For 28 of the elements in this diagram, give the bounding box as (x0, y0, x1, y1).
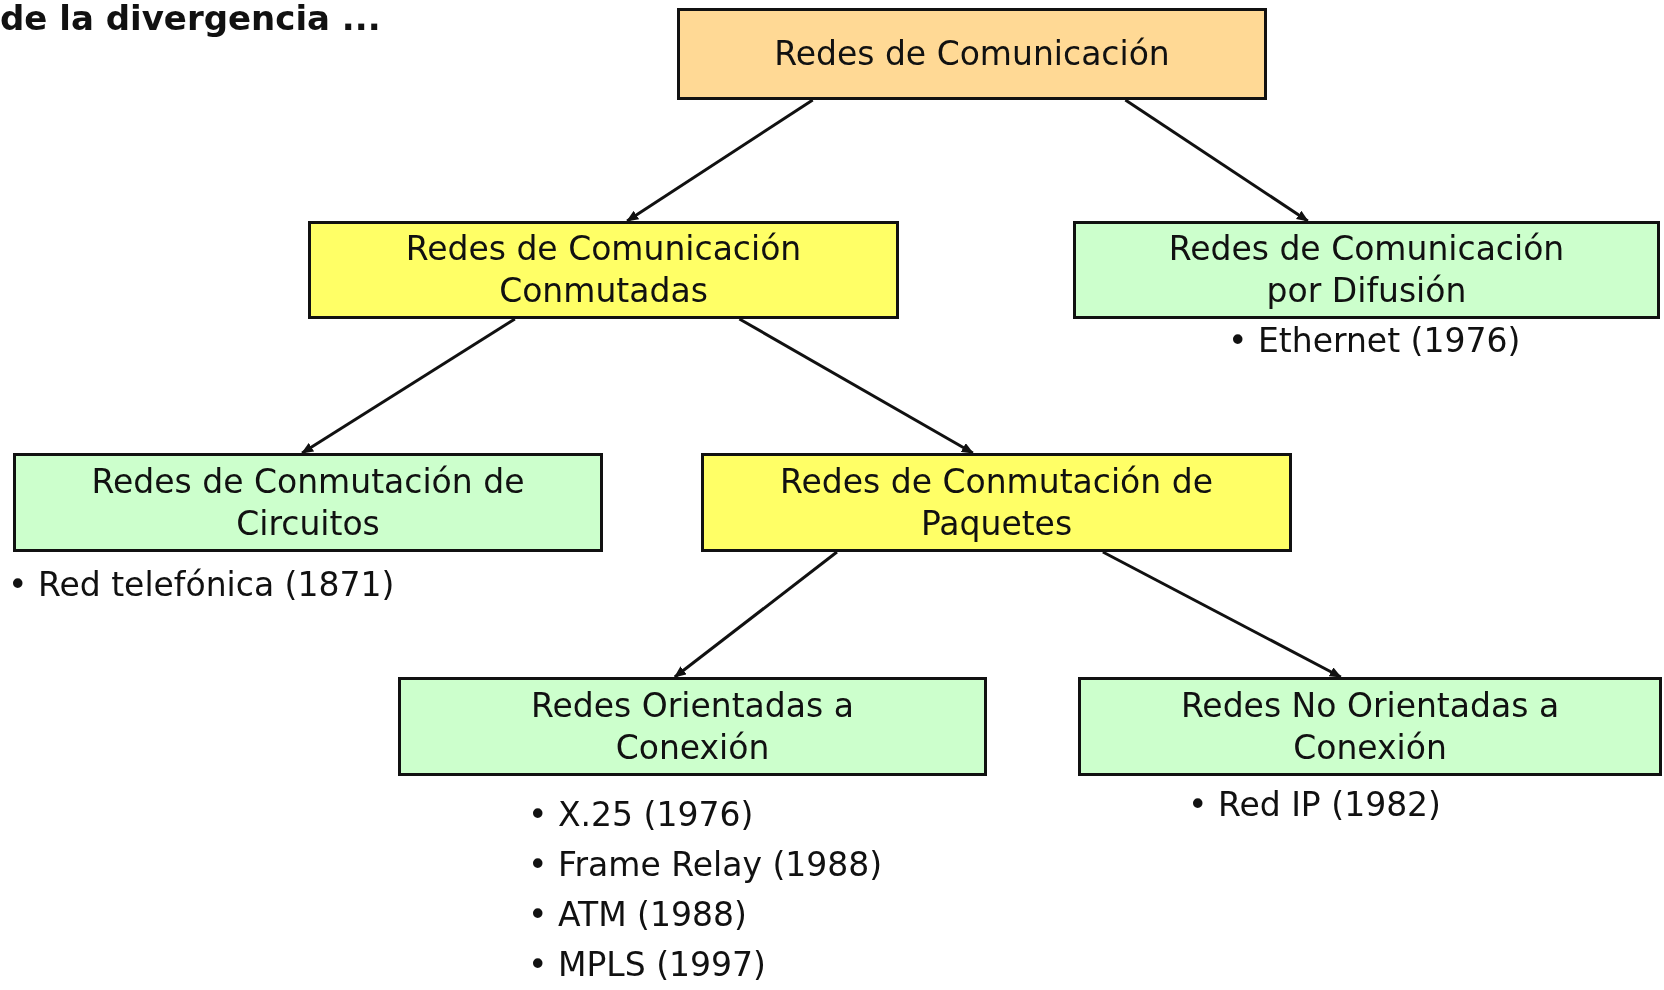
example-item: • Red IP (1982) (1188, 784, 1441, 826)
box-title: Redes de Comunicación (774, 33, 1170, 75)
arrow (738, 317, 974, 455)
example-item: • MPLS (1997) (528, 944, 767, 986)
box-title: Redes Orientadas a Conexión (530, 684, 855, 769)
example-item: • Red telefónica (1871) (8, 564, 395, 606)
arrow (626, 98, 814, 223)
category-box (308, 221, 899, 319)
example-item: • X.25 (1976) (528, 794, 755, 836)
category-box (677, 8, 1267, 100)
box-title: Redes de Comunicación Conmutadas (404, 228, 803, 312)
arrow (1124, 98, 1309, 223)
arrow (301, 317, 516, 455)
box-title: Redes de Comunicación por Difusión (1167, 228, 1566, 312)
category-box (701, 453, 1292, 552)
box-title: Redes de Conmutación de Circuitos (90, 460, 526, 545)
category-box (1078, 677, 1662, 776)
example-item: • ATM (1988) (528, 894, 748, 936)
category-box (1073, 221, 1660, 319)
category-box (13, 453, 603, 552)
box-title: Redes No Orientadas a Conexión (1179, 684, 1561, 769)
box-title: Redes de Conmutación de Paquetes (779, 460, 1214, 545)
example-item: • Frame Relay (1988) (528, 844, 883, 886)
heading-text: de la divergencia ... (0, 0, 381, 38)
arrow (1102, 550, 1342, 679)
category-box (398, 677, 987, 776)
example-item: • Ethernet (1976) (1228, 320, 1521, 362)
arrow (673, 550, 838, 679)
